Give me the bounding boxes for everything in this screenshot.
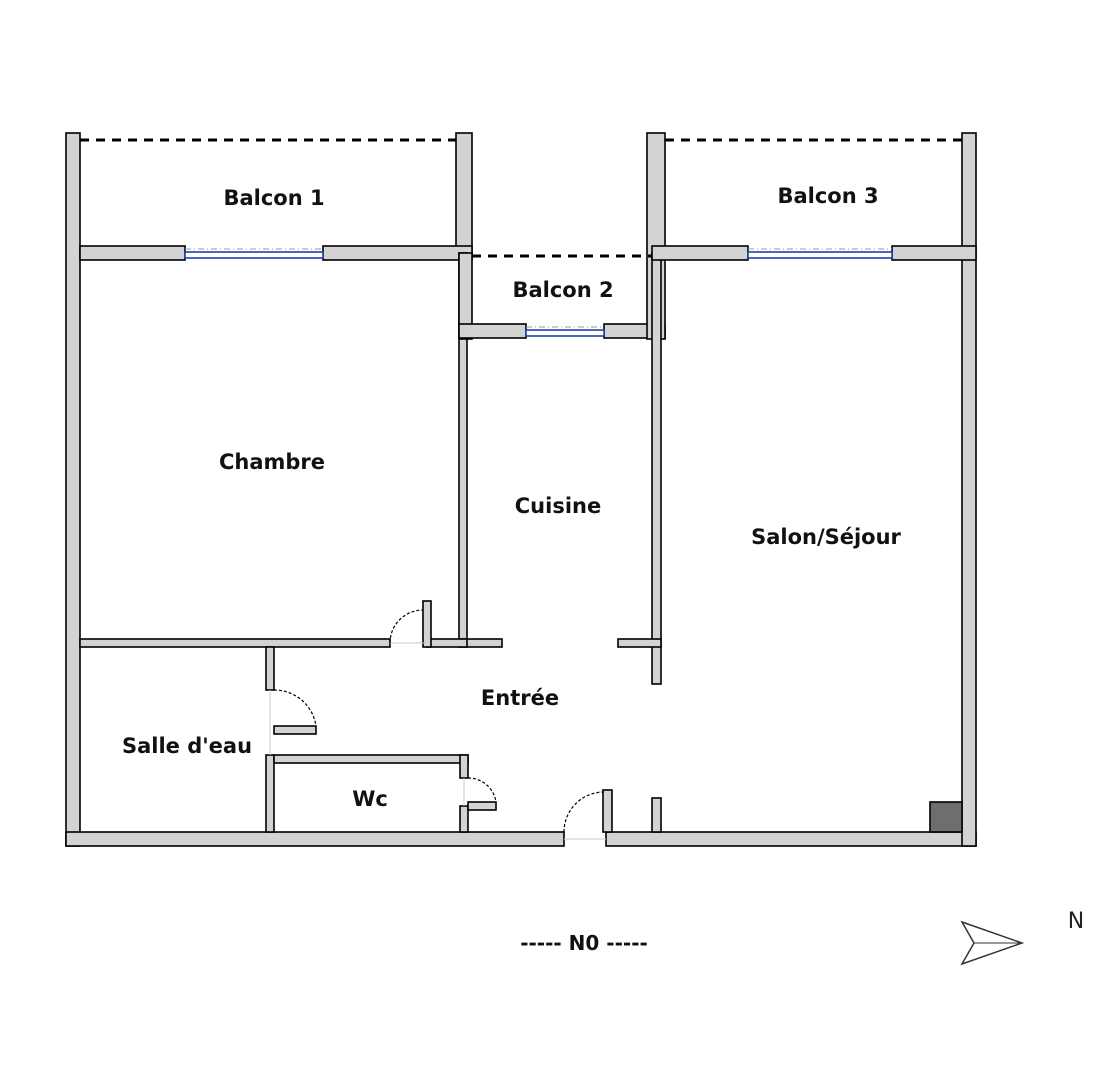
wall-cuisine-east [651, 252, 662, 685]
label-salle-eau: Salle d'eau [122, 734, 252, 758]
wall-balcon2-bottom-left [458, 323, 527, 339]
label-chambre: Chambre [219, 450, 325, 474]
technical-duct [929, 801, 963, 833]
level-label: ----- N0 ----- [520, 931, 648, 955]
door-entree [563, 791, 606, 840]
label-entree: Entrée [481, 686, 559, 710]
door-wc [463, 777, 497, 806]
wall-chambre-south-right [426, 638, 468, 648]
wall-salle-eau-door-stub [273, 725, 317, 735]
room-labels: Balcon 1 Balcon 2 Balcon 3 Chambre Cuisi… [122, 184, 902, 811]
wall-outer-bottom-left [65, 831, 565, 847]
wall-cuisine-stub-right [617, 638, 662, 648]
label-wc: Wc [352, 787, 388, 811]
wall-outer-bottom-right [605, 831, 977, 847]
wall-wc-door-stub [467, 801, 497, 811]
wall-balcon2-left [458, 252, 473, 340]
wall-outer-right [961, 132, 977, 847]
windows [184, 248, 893, 337]
wall-chambre-north-left [79, 245, 186, 261]
doors [269, 609, 606, 840]
window-chambre [184, 248, 324, 259]
wall-salle-eau-east-bottom [265, 754, 275, 833]
wall-wc-east-bottom [459, 805, 469, 833]
label-cuisine: Cuisine [515, 494, 601, 518]
wall-salle-eau-east-top [265, 646, 275, 691]
door-salle-eau [269, 689, 317, 755]
door-chambre [389, 609, 427, 644]
window-salon [747, 248, 893, 259]
window-cuisine [525, 326, 605, 337]
wall-balcon1-right [455, 132, 473, 254]
wall-chambre-south-left [79, 638, 391, 648]
north-letter: N [1068, 909, 1084, 934]
wall-chambre-door-stub [422, 600, 432, 648]
label-balcon3: Balcon 3 [777, 184, 878, 208]
wall-outer-left [65, 132, 81, 847]
label-salon: Salon/Séjour [751, 525, 901, 549]
balcony-edges [80, 138, 962, 258]
wall-salon-north-right [891, 245, 977, 261]
wall-wc-east-top [459, 754, 469, 779]
wall-entry-stub-left [602, 789, 613, 833]
label-balcon2: Balcon 2 [512, 278, 613, 302]
wall-chambre-north-right [322, 245, 473, 261]
north-arrow-icon [960, 920, 1025, 966]
wall-salon-north-left [651, 245, 749, 261]
wall-wc-north [273, 754, 469, 764]
label-balcon1: Balcon 1 [223, 186, 324, 210]
wall-entry-stub-right [651, 797, 662, 833]
